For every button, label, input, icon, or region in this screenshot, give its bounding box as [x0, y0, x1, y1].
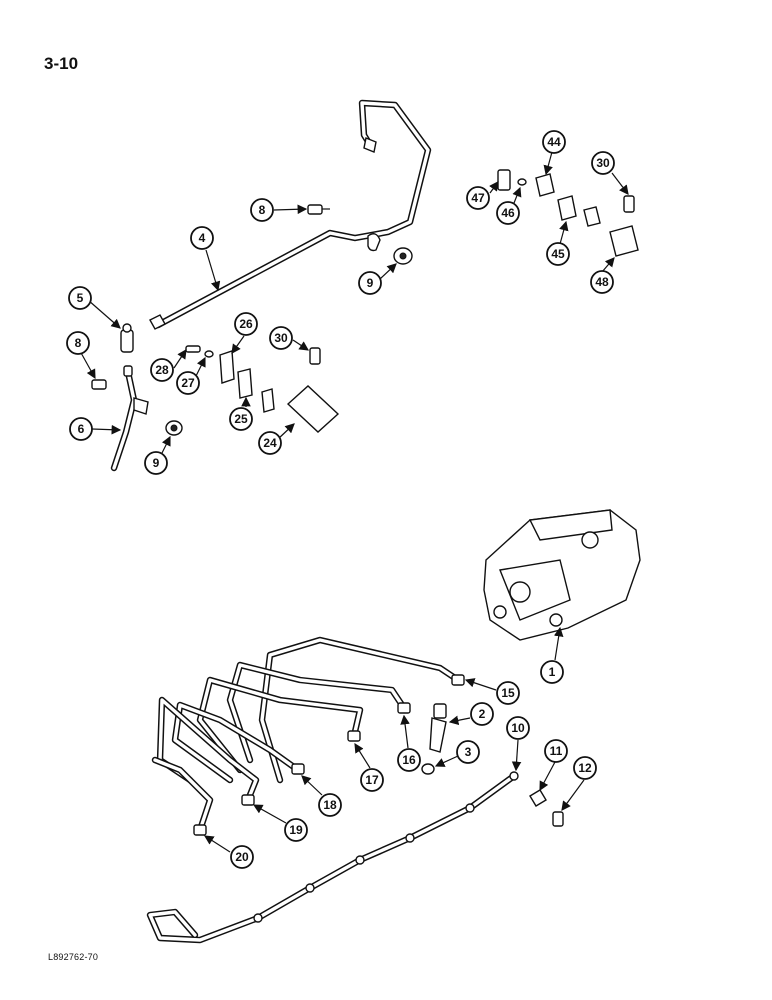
svg-text:8: 8	[259, 203, 266, 217]
svg-text:19: 19	[289, 823, 303, 837]
svg-text:30: 30	[596, 156, 610, 170]
svg-text:12: 12	[578, 761, 592, 775]
svg-text:20: 20	[235, 850, 249, 864]
injection-lines-15-20	[151, 636, 465, 836]
illustration-code: L892762-70	[48, 952, 99, 962]
injection-pump-1	[483, 509, 641, 641]
svg-text:16: 16	[402, 753, 416, 767]
svg-text:4: 4	[199, 231, 206, 245]
callout-9-lower: 9	[144, 451, 168, 475]
callout-48: 48	[590, 270, 614, 294]
callout-8-upper: 8	[250, 198, 274, 222]
svg-text:8: 8	[75, 336, 82, 350]
callout-20: 20	[230, 845, 254, 869]
svg-text:11: 11	[550, 744, 563, 758]
svg-text:3: 3	[465, 745, 472, 759]
callout-11: 11	[544, 739, 568, 763]
grommet-9-upper	[393, 247, 413, 265]
callout-26: 26	[234, 312, 258, 336]
nut-3	[421, 763, 435, 775]
callout-30-right: 30	[591, 151, 615, 175]
callout-1: 1	[540, 660, 564, 684]
callout-17: 17	[360, 768, 384, 792]
svg-text:28: 28	[155, 363, 169, 377]
callout-5: 5	[68, 286, 92, 310]
clamp-hardware-group	[185, 345, 340, 433]
callout-2: 2	[470, 702, 494, 726]
svg-text:27: 27	[181, 376, 195, 390]
callout-47: 47	[466, 186, 490, 210]
callout-25: 25	[229, 407, 253, 431]
svg-text:24: 24	[263, 436, 277, 450]
callout-3: 3	[456, 740, 480, 764]
svg-text:6: 6	[78, 422, 85, 436]
bolt-8-upper	[307, 204, 330, 215]
clip-11	[529, 789, 547, 807]
svg-text:1: 1	[549, 665, 556, 679]
injector-nozzle-2	[429, 703, 447, 753]
callout-12: 12	[573, 756, 597, 780]
svg-text:18: 18	[323, 798, 337, 812]
callout-27: 27	[176, 371, 200, 395]
svg-text:15: 15	[501, 686, 515, 700]
callout-15: 15	[496, 681, 520, 705]
callout-6: 6	[69, 417, 93, 441]
svg-text:48: 48	[595, 275, 609, 289]
callout-9-upper: 9	[358, 271, 382, 295]
callout-24: 24	[258, 431, 282, 455]
leader-lines	[79, 151, 629, 853]
svg-text:9: 9	[367, 276, 374, 290]
svg-text:5: 5	[77, 291, 84, 305]
svg-text:45: 45	[551, 247, 565, 261]
svg-text:47: 47	[471, 191, 485, 205]
fuel-tube-6	[110, 365, 149, 472]
screw-12	[552, 811, 564, 827]
svg-text:2: 2	[479, 707, 486, 721]
leak-off-line-10	[146, 771, 519, 944]
callout-44: 44	[542, 130, 566, 154]
svg-text:10: 10	[511, 721, 525, 735]
callout-46: 46	[496, 201, 520, 225]
callout-8-lower: 8	[66, 331, 90, 355]
svg-text:44: 44	[547, 135, 561, 149]
callout-18: 18	[318, 793, 342, 817]
svg-text:46: 46	[501, 206, 515, 220]
callout-28: 28	[150, 358, 174, 382]
grommet-9-lower	[165, 420, 183, 436]
banjo-fitting-5	[120, 323, 134, 353]
svg-text:30: 30	[274, 331, 288, 345]
callout-16: 16	[397, 748, 421, 772]
callout-30-left: 30	[269, 326, 293, 350]
callout-45: 45	[546, 242, 570, 266]
bracket-hardware-group	[497, 169, 639, 257]
bolt-8-lower	[91, 379, 107, 390]
fuel-tube-4	[149, 99, 432, 330]
callout-10: 10	[506, 716, 530, 740]
page-number: 3-10	[44, 54, 79, 73]
svg-text:26: 26	[239, 317, 253, 331]
callout-4: 4	[190, 226, 214, 250]
svg-text:9: 9	[153, 456, 160, 470]
callout-19: 19	[284, 818, 308, 842]
svg-text:25: 25	[234, 412, 248, 426]
svg-text:17: 17	[365, 773, 379, 787]
